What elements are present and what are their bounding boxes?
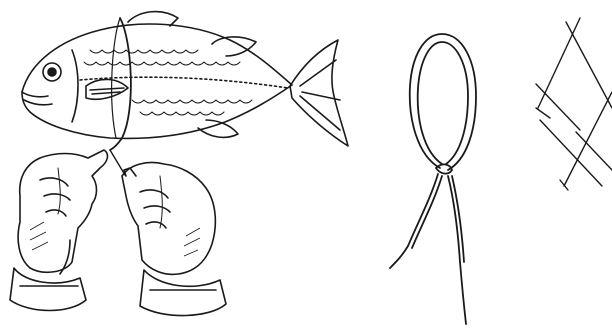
right-hand (122, 163, 215, 275)
loop-inner (418, 42, 468, 164)
string-loop-icon (378, 0, 498, 328)
mesh-line (538, 18, 580, 108)
fish-body (22, 24, 292, 138)
net-mesh-icon (520, 0, 612, 328)
net-mesh-panel (520, 0, 612, 328)
fish-mouth (22, 92, 52, 105)
left-sleeve (10, 268, 86, 311)
loop-tail-left (390, 174, 438, 268)
fish-dorsal-fin-2 (212, 37, 256, 56)
mesh-line (566, 22, 612, 108)
fish-measuring-icon (0, 0, 360, 328)
fish-scales (84, 50, 252, 115)
loop-outer (410, 34, 476, 170)
string-loop-panel (378, 0, 498, 328)
fish-measuring-panel (0, 0, 360, 328)
mesh-line (536, 108, 550, 118)
fish-gill (72, 50, 78, 122)
left-hand (18, 150, 107, 272)
measuring-string (110, 18, 131, 150)
right-sleeve (140, 270, 226, 316)
